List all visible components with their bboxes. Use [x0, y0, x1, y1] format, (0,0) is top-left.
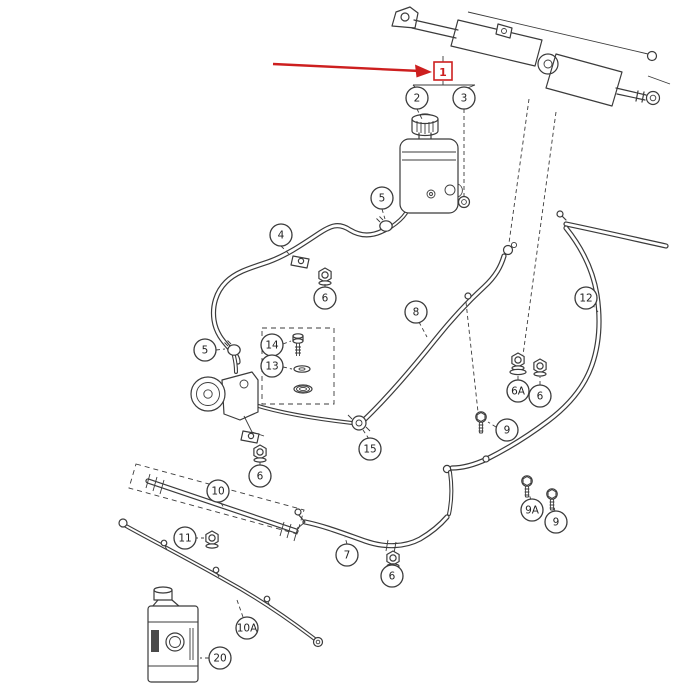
svg-text:9A: 9A: [525, 505, 540, 517]
svg-text:8: 8: [413, 307, 420, 319]
callout-2[interactable]: 2: [405, 86, 429, 110]
svg-text:3: 3: [461, 93, 468, 105]
svg-text:6: 6: [257, 471, 264, 483]
svg-text:13: 13: [265, 361, 278, 373]
callout-9[interactable]: 9: [544, 510, 568, 534]
washer-icon: [293, 365, 311, 373]
highlighted-item-1[interactable]: 1: [433, 61, 453, 81]
lower-return-hose-7: [294, 508, 450, 554]
callout-12[interactable]: 12: [574, 286, 598, 310]
bolt-washer-kit: [261, 327, 335, 405]
pressure-hose-8: [250, 241, 518, 425]
callout-9[interactable]: 9: [495, 418, 519, 442]
callout-3[interactable]: 3: [452, 86, 476, 110]
svg-text:10: 10: [211, 486, 224, 498]
return-hose-12: [442, 210, 669, 474]
callout-15[interactable]: 15: [358, 437, 382, 461]
callout-7[interactable]: 7: [335, 543, 359, 567]
svg-text:6A: 6A: [511, 386, 526, 398]
callout-20[interactable]: 20: [208, 646, 232, 670]
fluid-reservoir: [399, 113, 463, 214]
svg-text:14: 14: [265, 340, 279, 352]
reservoir-cap: [411, 113, 439, 140]
callout-10A[interactable]: 10A: [235, 616, 259, 640]
power-steering-pump: [190, 354, 265, 437]
banjo-bolt-icon: [347, 414, 371, 432]
steering-rack-assembly: [391, 6, 671, 107]
svg-text:9: 9: [504, 425, 511, 437]
svg-text:6: 6: [537, 391, 544, 403]
bracket-icon: [290, 255, 310, 269]
svg-text:5: 5: [202, 345, 209, 357]
callout-14[interactable]: 14: [260, 333, 284, 357]
nut-washer-icon: [509, 352, 527, 376]
svg-text:2: 2: [414, 93, 421, 105]
svg-text:5: 5: [379, 193, 386, 205]
svg-text:20: 20: [213, 653, 226, 665]
callout-6[interactable]: 6: [248, 464, 272, 488]
seal-ring-3: [457, 195, 471, 209]
callout-13[interactable]: 13: [260, 354, 284, 378]
callout-8[interactable]: 8: [404, 300, 428, 324]
junction-pipe: [447, 470, 454, 516]
callout-5[interactable]: 5: [193, 338, 217, 362]
svg-text:6: 6: [389, 571, 396, 583]
nut-icon: [533, 358, 547, 377]
bolt-icon: [546, 488, 558, 511]
bracket-icon: [240, 430, 260, 444]
svg-text:11: 11: [178, 533, 191, 545]
callout-9A[interactable]: 9A: [520, 498, 544, 522]
pointer-arrow: [272, 62, 432, 78]
svg-text:15: 15: [363, 444, 376, 456]
highlight-label: 1: [439, 66, 447, 79]
callout-6A[interactable]: 6A: [506, 379, 530, 403]
callouts-layer: 2 3 5 4 6 12 8 14 13 5 6A 6 9 15 6 10 9A 9 11 7 6 10A 20: [173, 86, 598, 670]
svg-text:6: 6: [322, 293, 329, 305]
callout-6[interactable]: 6: [313, 286, 337, 310]
grommet-icon: [293, 384, 313, 394]
svg-text:4: 4: [278, 230, 285, 242]
svg-text:7: 7: [344, 550, 351, 562]
clamp-icon: [375, 215, 393, 232]
callout-10[interactable]: 10: [206, 479, 230, 503]
nut-icon: [318, 267, 332, 286]
svg-text:9: 9: [553, 517, 560, 529]
svg-text:10A: 10A: [237, 623, 258, 635]
svg-text:12: 12: [579, 293, 592, 305]
callout-6[interactable]: 6: [380, 564, 404, 588]
bolt-icon: [475, 411, 487, 434]
callout-5[interactable]: 5: [370, 186, 394, 210]
supply-hose-4: [210, 211, 408, 365]
nut-icon: [205, 530, 219, 549]
nut-icon: [253, 444, 267, 463]
hydraulic-fluid-bottle: [147, 586, 199, 683]
callout-11[interactable]: 11: [173, 526, 197, 550]
fluid-cooler-pipe-10: [128, 463, 306, 542]
bolt-icon: [521, 475, 533, 498]
callout-4[interactable]: 4: [269, 223, 293, 247]
cooler-pipe-10a: [118, 518, 324, 648]
callout-6[interactable]: 6: [528, 384, 552, 408]
bolt-icon: [292, 333, 304, 356]
